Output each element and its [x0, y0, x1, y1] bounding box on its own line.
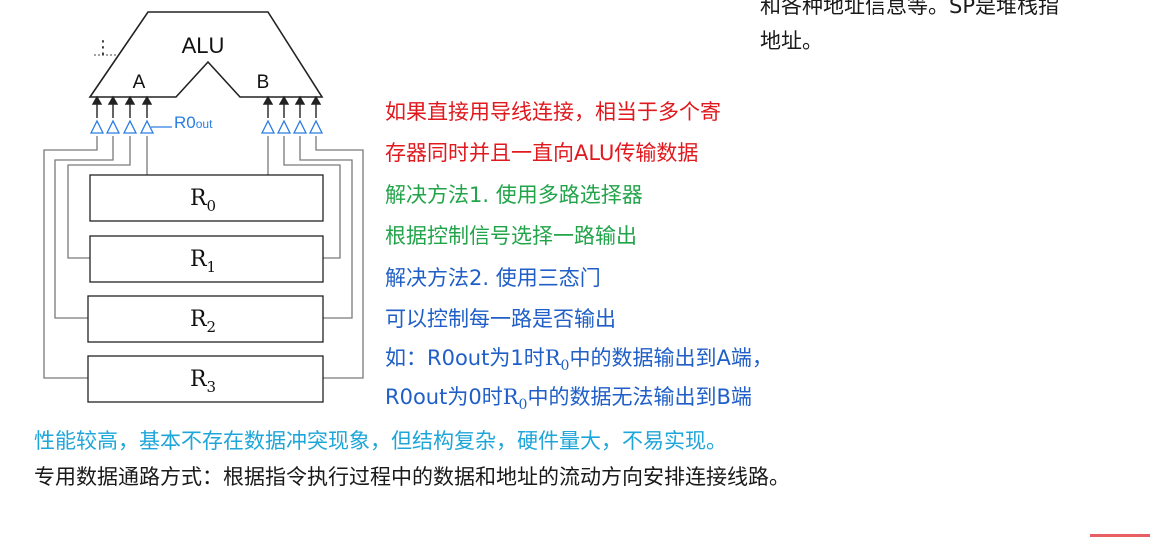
bus-wires — [43, 136, 364, 379]
svg-text:R0: R0 — [190, 186, 216, 215]
tristate-buffer-icon — [276, 119, 292, 134]
control-signal-label: R0out — [174, 113, 213, 132]
note-red-line2: 存器同时并且一直向ALU传输数据 — [385, 141, 699, 165]
tristate-buffer-icon — [139, 119, 155, 134]
note-green-line2: 根据控制信号选择一路输出 — [385, 224, 637, 248]
note-green-line1: 解决方法1. 使用多路选择器 — [385, 183, 643, 207]
tristate-buffer-icon — [260, 119, 276, 134]
register-r1: R1 — [89, 235, 324, 283]
ellipsis-dots: ⋮ — [94, 37, 112, 58]
register-r0: R0 — [89, 174, 324, 222]
tristate-buffer-icon — [308, 119, 324, 134]
note-blue-line1: 解决方法2. 使用三态门 — [385, 266, 601, 290]
svg-text:R2: R2 — [190, 307, 216, 336]
alu-shape — [88, 11, 324, 98]
tristate-buffer-icon — [89, 119, 105, 134]
alu-port-b: B — [257, 72, 270, 93]
top-right-text-line2: 地址。 — [760, 29, 823, 53]
tristate-buffer-icon — [292, 119, 308, 134]
alu-port-a: A — [133, 72, 146, 93]
register-r2: R2 — [87, 295, 324, 343]
performance-summary: 性能较高，基本不存在数据冲突现象，但结构复杂，硬件量大，不易实现。 — [34, 429, 727, 453]
note-blue-line3: 如：R0out为1时R0中的数据输出到A端， — [385, 346, 773, 375]
alu-label: ALU — [182, 33, 225, 58]
tristate-buffer-icon — [105, 119, 121, 134]
svg-text:R3: R3 — [190, 367, 216, 396]
dedicated-datapath-definition: 专用数据通路方式：根据指令执行过程中的数据和地址的流动方向安排连接线路。 — [34, 465, 790, 489]
input-arrows — [91, 95, 322, 118]
top-right-text-line1: 和各种地址信息等。SP是堆栈指 — [760, 0, 1059, 18]
tristate-buffer-icon — [122, 119, 138, 134]
svg-text:R1: R1 — [190, 247, 216, 276]
note-blue-line4: R0out为0时R0中的数据无法输出到B端 — [385, 385, 752, 414]
clipped-corner-mark — [1090, 530, 1150, 538]
note-blue-line2: 可以控制每一路是否输出 — [385, 307, 616, 331]
tristate-buffers — [89, 119, 324, 134]
note-red-line1: 如果直接用导线连接，相当于多个寄 — [385, 100, 721, 124]
register-r3: R3 — [87, 355, 324, 403]
